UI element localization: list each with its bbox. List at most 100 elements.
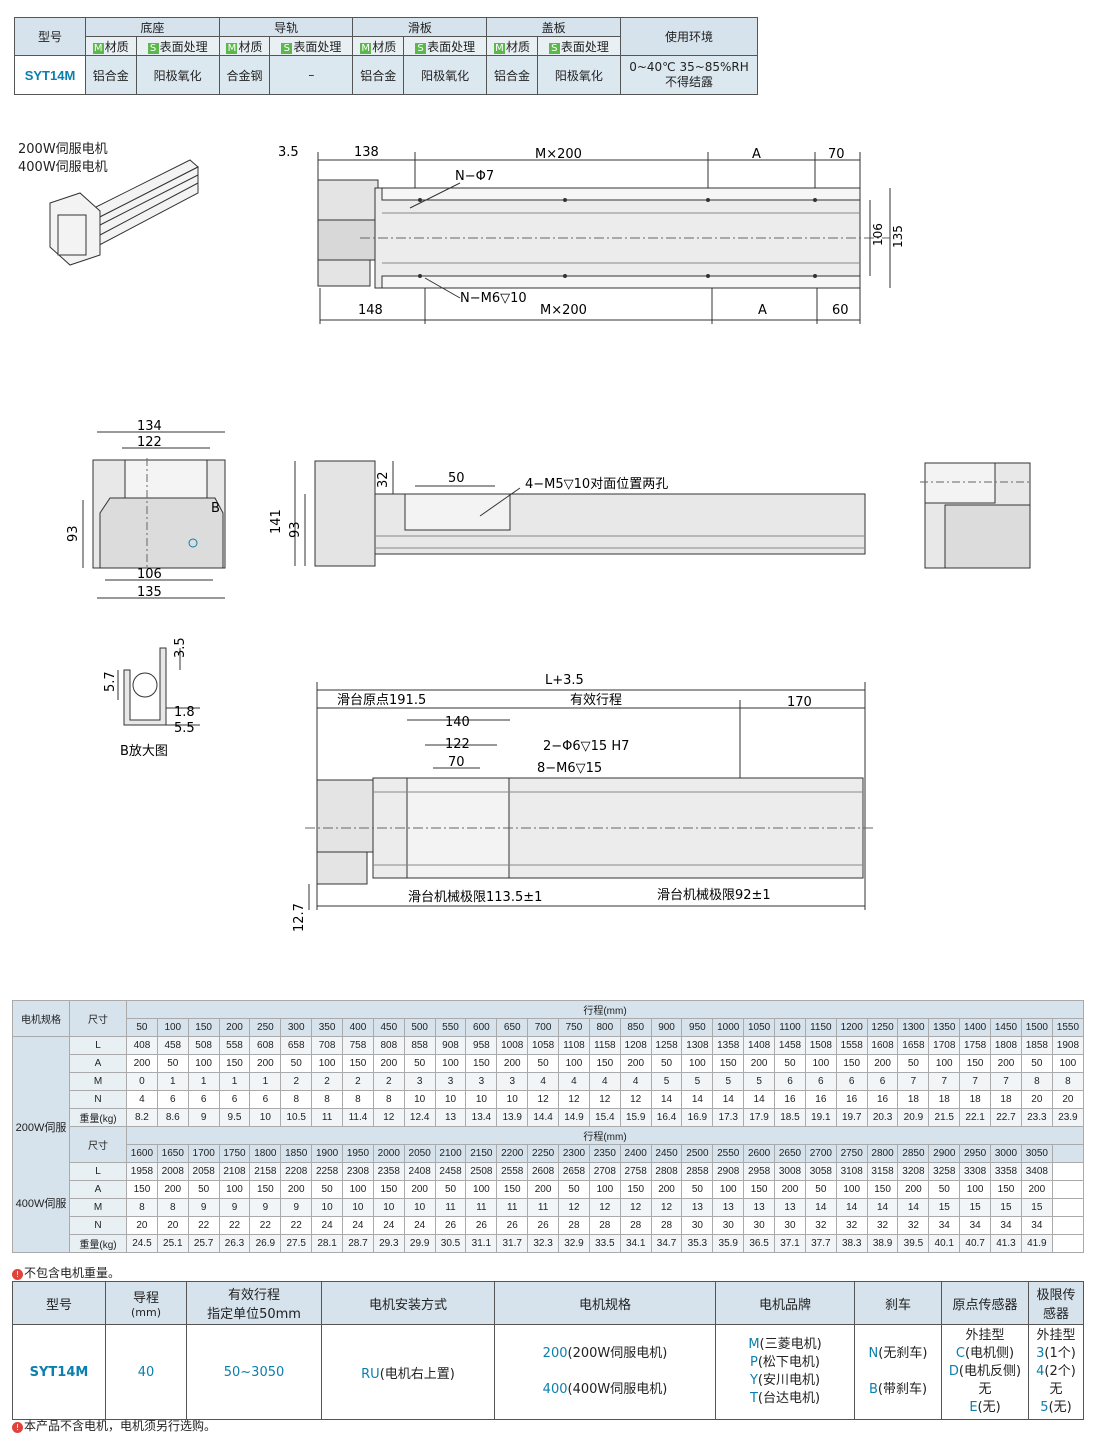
table-cell: 30 [712,1216,745,1235]
dim-138: 138 [354,145,379,160]
table-cell: 12 [588,1198,621,1217]
row-label: 重量(kg) [69,1234,127,1253]
table-cell: 50 [156,1054,189,1073]
stroke-value: 1600 [126,1144,158,1163]
table-cell: 3358 [990,1162,1022,1181]
table-cell: 1408 [743,1036,776,1055]
table-cell: 1808 [990,1036,1022,1055]
dim-70: 70 [828,147,845,162]
table-cell: 1158 [588,1036,621,1055]
stroke-value: 800 [588,1018,621,1037]
table-cell: 10 [342,1198,374,1217]
order-header-model: 型号 [12,1281,106,1325]
table-cell: 3408 [1020,1162,1053,1181]
table-cell: 50 [527,1054,560,1073]
hole-bottom-note: N−M6▽10 [460,291,527,306]
order-brake: N(无刹车) B(带刹车) [854,1324,942,1420]
table-cell: 708 [311,1036,344,1055]
table-cell: 9 [187,1108,220,1127]
table-cell: 22 [218,1216,251,1235]
table-cell: 38.9 [866,1234,899,1253]
env-header: 使用环境 [620,17,758,56]
order-stroke: 50~3050 [186,1324,322,1420]
table-cell: 558 [218,1036,251,1055]
table-cell: 150 [372,1180,405,1199]
table-cell: 33.5 [588,1234,621,1253]
table-cell: 9 [187,1198,220,1217]
model-header: 型号 [14,17,86,56]
table-cell: 758 [342,1036,374,1055]
table-cell: 41.3 [990,1234,1022,1253]
stroke-value: 2100 [434,1144,467,1163]
table-cell: 100 [712,1180,745,1199]
table-cell: 28 [650,1216,683,1235]
table-cell: 3008 [774,1162,806,1181]
table-cell: 1358 [712,1036,745,1055]
table-cell: 20.9 [897,1108,930,1127]
dim-5-7: 5.7 [103,671,118,692]
table-cell: 12 [527,1090,560,1109]
table-cell: 200 [774,1180,806,1199]
table-cell: 15 [1020,1198,1053,1217]
table-cell: 10 [403,1198,436,1217]
table-cell: 15 [990,1198,1022,1217]
table-cell: 150 [465,1054,498,1073]
table-cell: 50 [681,1180,714,1199]
table-cell: 23.9 [1051,1108,1085,1127]
stroke-value: 200 [218,1018,251,1037]
table-cell: 2308 [342,1162,374,1181]
table-cell: 1658 [897,1036,930,1055]
bottom-view-drawing: L+3.5 滑台原点191.5 有效行程 170 140 122 70 2−Φ6… [292,673,875,932]
table-cell: 11 [496,1198,529,1217]
group-base: 底座 [85,17,220,37]
stroke-value: 1700 [187,1144,220,1163]
table-cell: 8 [342,1090,374,1109]
s-tag-icon: S [281,42,293,54]
stroke-value: 150 [187,1018,220,1037]
stroke-value: 900 [650,1018,683,1037]
table-cell: 7 [990,1072,1022,1091]
table-cell: 26 [434,1216,467,1235]
table-cell: 24 [342,1216,374,1235]
table-cell: 11 [434,1198,467,1217]
table-cell: 3 [434,1072,467,1091]
stroke-header: 行程(mm) [126,1000,1084,1019]
table-cell: 34.1 [619,1234,652,1253]
table-cell: 1008 [496,1036,529,1055]
dim-93-side: 93 [288,521,303,538]
table-cell: 8 [126,1198,158,1217]
table-cell: 16 [835,1090,868,1109]
table-cell: 3208 [897,1162,930,1181]
stroke-value: 2400 [619,1144,652,1163]
table-cell: 2908 [712,1162,745,1181]
motor-label-200w: 200W伺服电机 [18,142,108,157]
table-cell: 200 [496,1054,529,1073]
table-cell: 100 [187,1054,220,1073]
table-cell: 24 [372,1216,405,1235]
table-cell: 32 [835,1216,868,1235]
dim-m200-top: M×200 [535,147,582,162]
empty-cell [1051,1234,1085,1253]
table-cell: 50 [928,1180,961,1199]
table-cell: 200 [156,1180,189,1199]
table-cell: 2258 [311,1162,344,1181]
stroke-value: 3000 [990,1144,1022,1163]
stroke-value: 2550 [712,1144,745,1163]
table-cell: 100 [342,1180,374,1199]
table-cell: 2358 [372,1162,405,1181]
table-cell: 28 [558,1216,590,1235]
table-cell: 22.7 [990,1108,1022,1127]
table-cell: 50 [187,1180,220,1199]
table-cell: 100 [588,1180,621,1199]
table-cell: 150 [218,1054,251,1073]
order-header-lead: 导程(mm) [105,1281,187,1325]
empty-cell [1051,1180,1085,1199]
table-cell: 3308 [959,1162,992,1181]
table-cell: 608 [249,1036,282,1055]
table-cell: 5 [712,1072,745,1091]
stroke-value: 2250 [527,1144,560,1163]
order-header-origin: 原点传感器 [941,1281,1029,1325]
